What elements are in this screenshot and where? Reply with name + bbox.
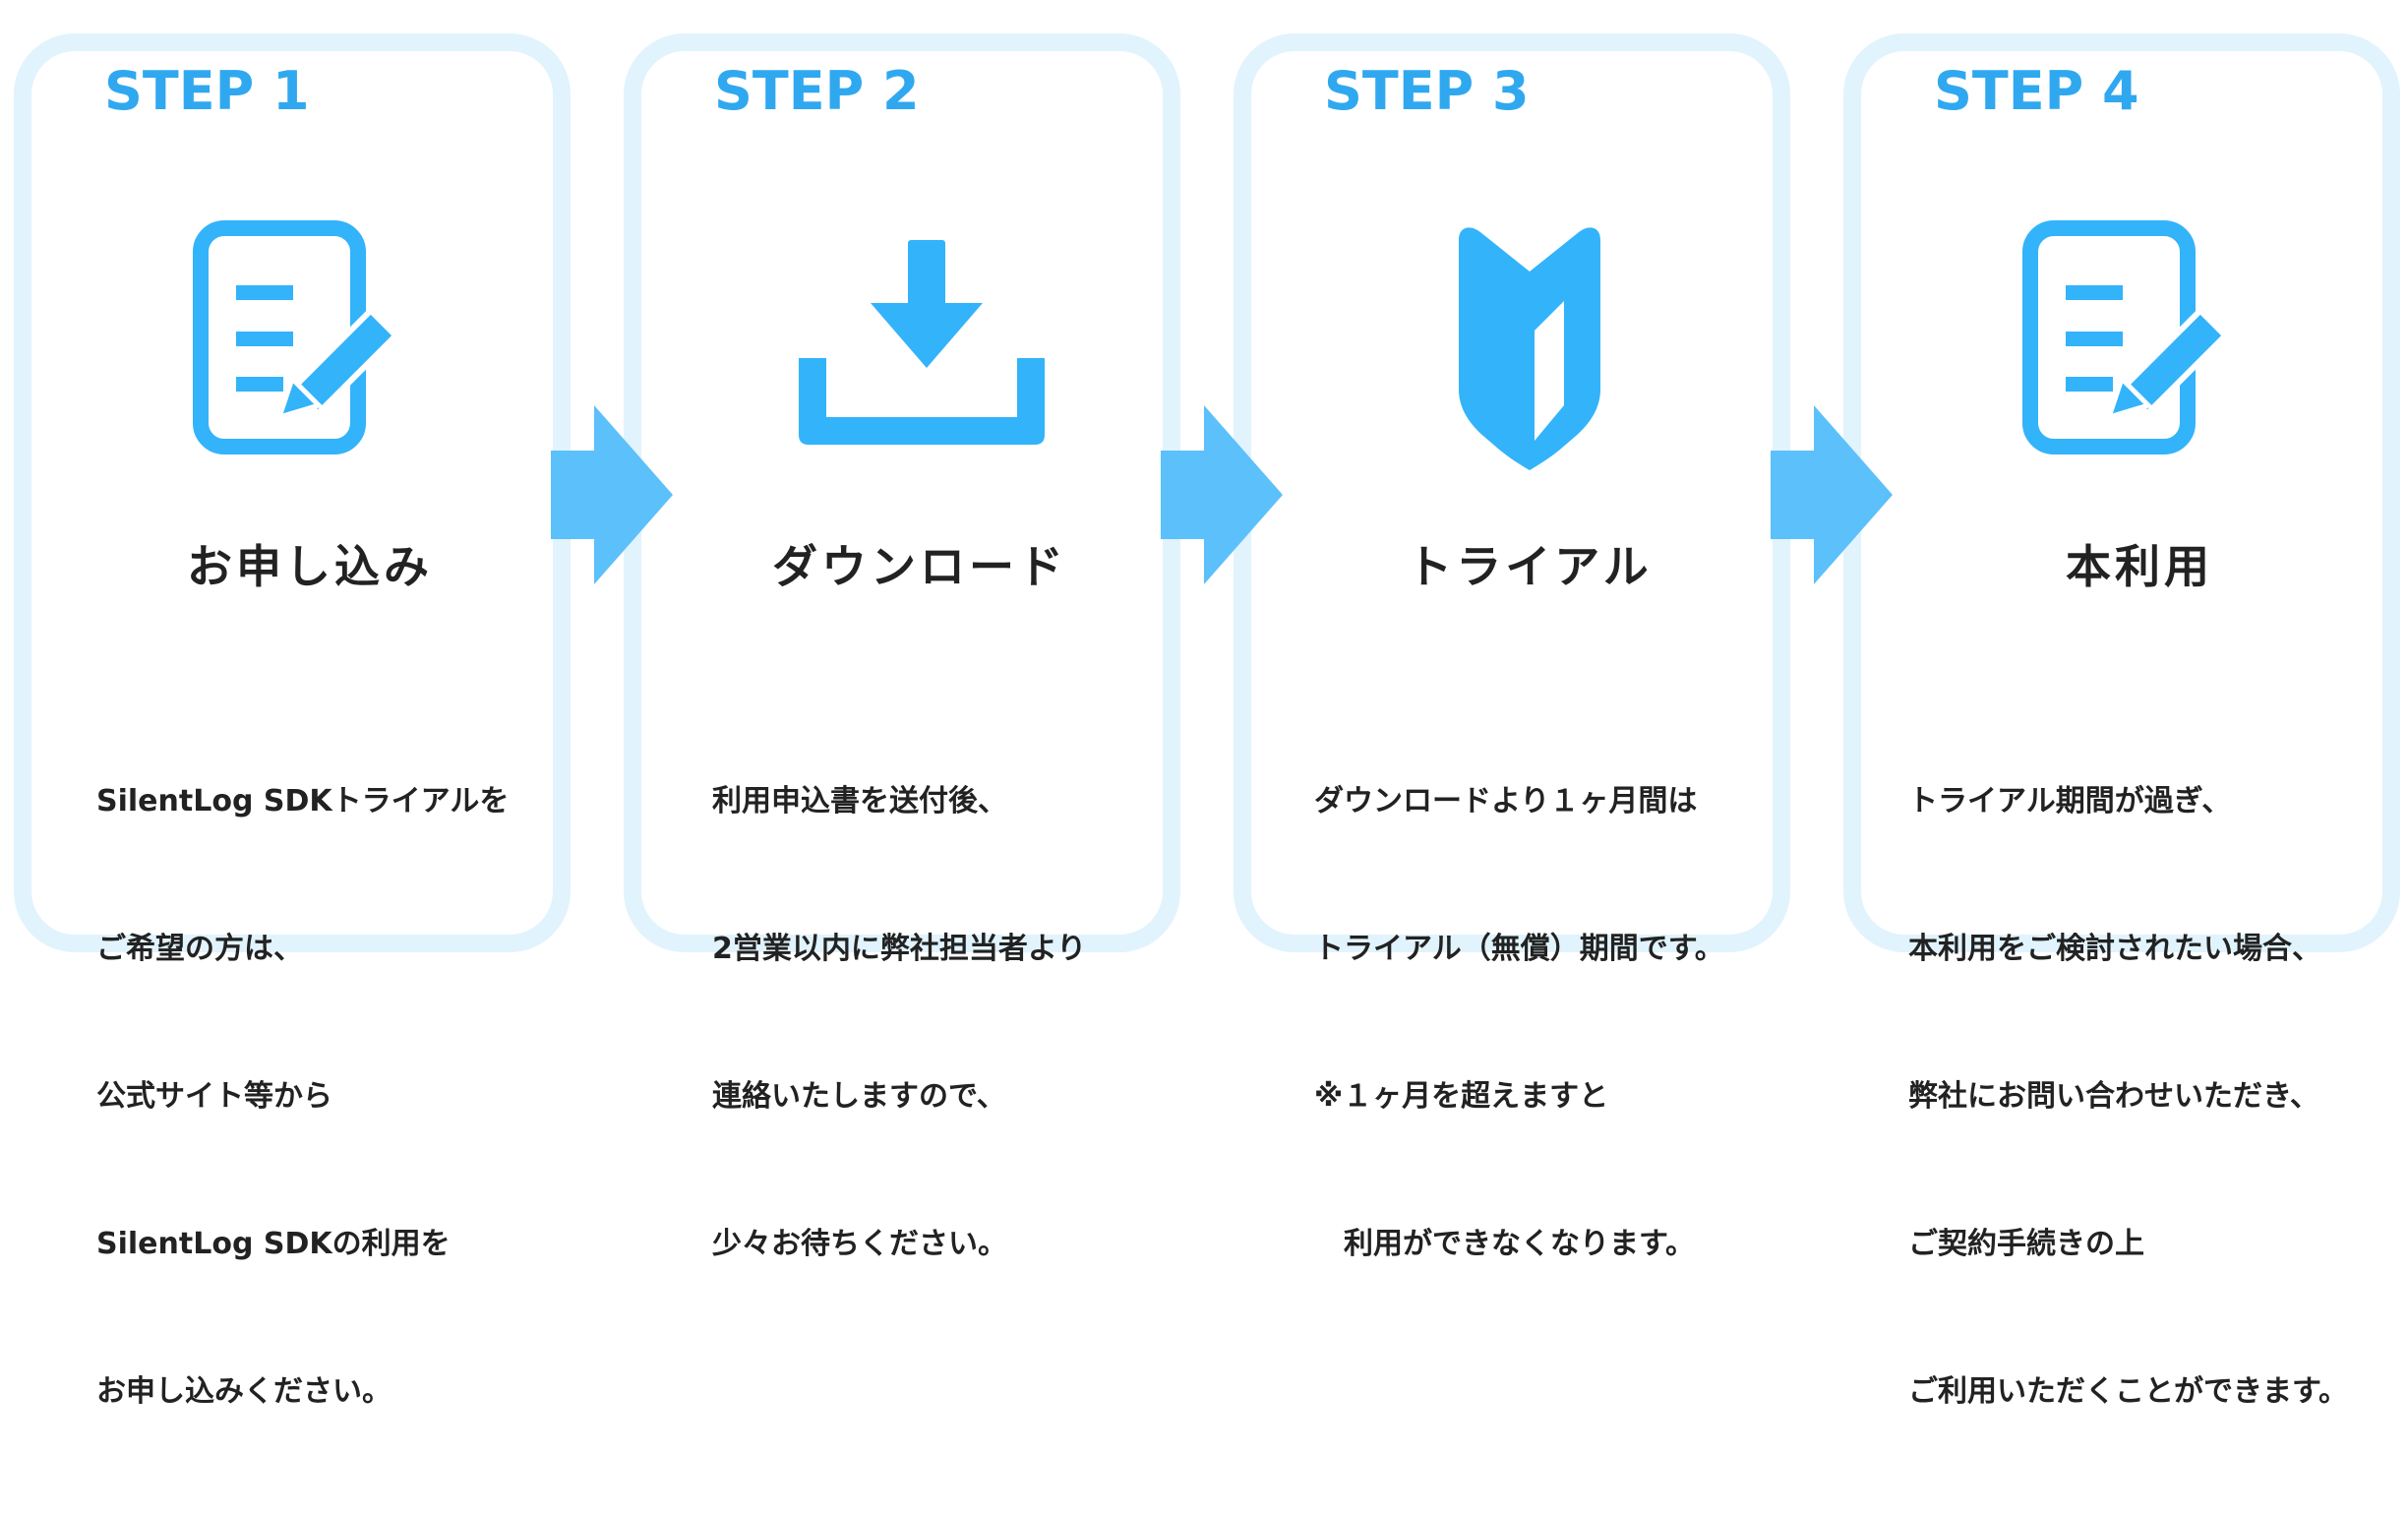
step-1-label: STEP 1	[85, 57, 330, 126]
step-2-title: ダウンロード	[772, 540, 1067, 593]
step-4-description: トライアル期間が過ぎ、 本利用をご検討されたい場合、 弊社にお問い合わせいただき…	[1908, 679, 2348, 1515]
step-2-to-3-arrow-icon	[1161, 405, 1283, 584]
step-4-description-line: 弊社にお問い合わせいただき、	[1908, 1079, 2319, 1114]
step-1-description-line: SilentLog SDKトライアルを	[96, 784, 510, 818]
step-3-description-line: ダウンロードより１ヶ月間は	[1314, 784, 1698, 818]
step-2-card: STEP 2 ダウンロード 利用申込書を送付後、 2営業以内に弊社担当者より 連…	[624, 33, 1180, 1261]
beginner-mark-icon	[1402, 216, 1657, 472]
step-3-description-line: 利用ができなくなります。	[1314, 1227, 1695, 1261]
step-1-title: お申し込み	[187, 540, 433, 593]
step-4-card: STEP 4 本利用 トライアル期間が過ぎ、 本利用をご検討されたい場合、 弊社…	[1843, 33, 2400, 1409]
step-3-to-4-arrow-icon	[1771, 405, 1893, 584]
step-4-description-line: ご契約手続きの上	[1908, 1227, 2144, 1261]
step-1-description-line: 公式サイト等から	[96, 1079, 332, 1114]
download-icon	[792, 216, 1048, 472]
application-form-pencil-icon	[181, 216, 437, 472]
step-4-description-line: トライアル期間が過ぎ、	[1908, 784, 2232, 818]
step-3-title: トライアル	[1407, 540, 1653, 593]
step-4-label: STEP 4	[1914, 57, 2159, 126]
step-3-card: STEP 3 トライアル ダウンロードより１ヶ月間は トライアル（無償）期間です…	[1234, 33, 1790, 1261]
step-1-description: SilentLog SDKトライアルを ご希望の方は、 公式サイト等から Sil…	[96, 679, 509, 1515]
contract-form-pencil-icon	[2011, 216, 2266, 472]
step-3-label: STEP 3	[1304, 57, 1549, 126]
step-2-label: STEP 2	[694, 57, 939, 126]
step-2-description-line: 利用申込書を送付後、	[712, 784, 1007, 818]
step-1-card: STEP 1 お申し込み SilentLog SDKトライアルを ご希望の方は、…	[14, 33, 571, 1409]
step-3-description-line: トライアル（無償）期間です。	[1314, 932, 1724, 966]
step-1-description-line: SilentLog SDKの利用を	[96, 1227, 451, 1261]
step-1-description-line: お申し込みください。	[96, 1374, 391, 1409]
step-2-description-line: 少々お待ちください。	[712, 1227, 1007, 1261]
step-4-description-line: ご利用いただくことができます。	[1908, 1374, 2348, 1409]
step-1-to-2-arrow-icon	[551, 405, 673, 584]
step-2-description-line: 連絡いたしますので、	[712, 1079, 1006, 1114]
step-2-description: 利用申込書を送付後、 2営業以内に弊社担当者より 連絡いたしますので、 少々お待…	[712, 679, 1086, 1367]
step-3-description: ダウンロードより１ヶ月間は トライアル（無償）期間です。 ※１ヶ月を超えますと …	[1314, 679, 1724, 1367]
step-3-description-line: ※１ヶ月を超えますと	[1314, 1079, 1609, 1114]
step-2-description-line: 2営業以内に弊社担当者より	[712, 932, 1087, 966]
step-4-description-line: 本利用をご検討されたい場合、	[1908, 932, 2321, 966]
step-1-description-line: ご希望の方は、	[96, 932, 303, 966]
step-4-title: 本利用	[2066, 540, 2213, 593]
